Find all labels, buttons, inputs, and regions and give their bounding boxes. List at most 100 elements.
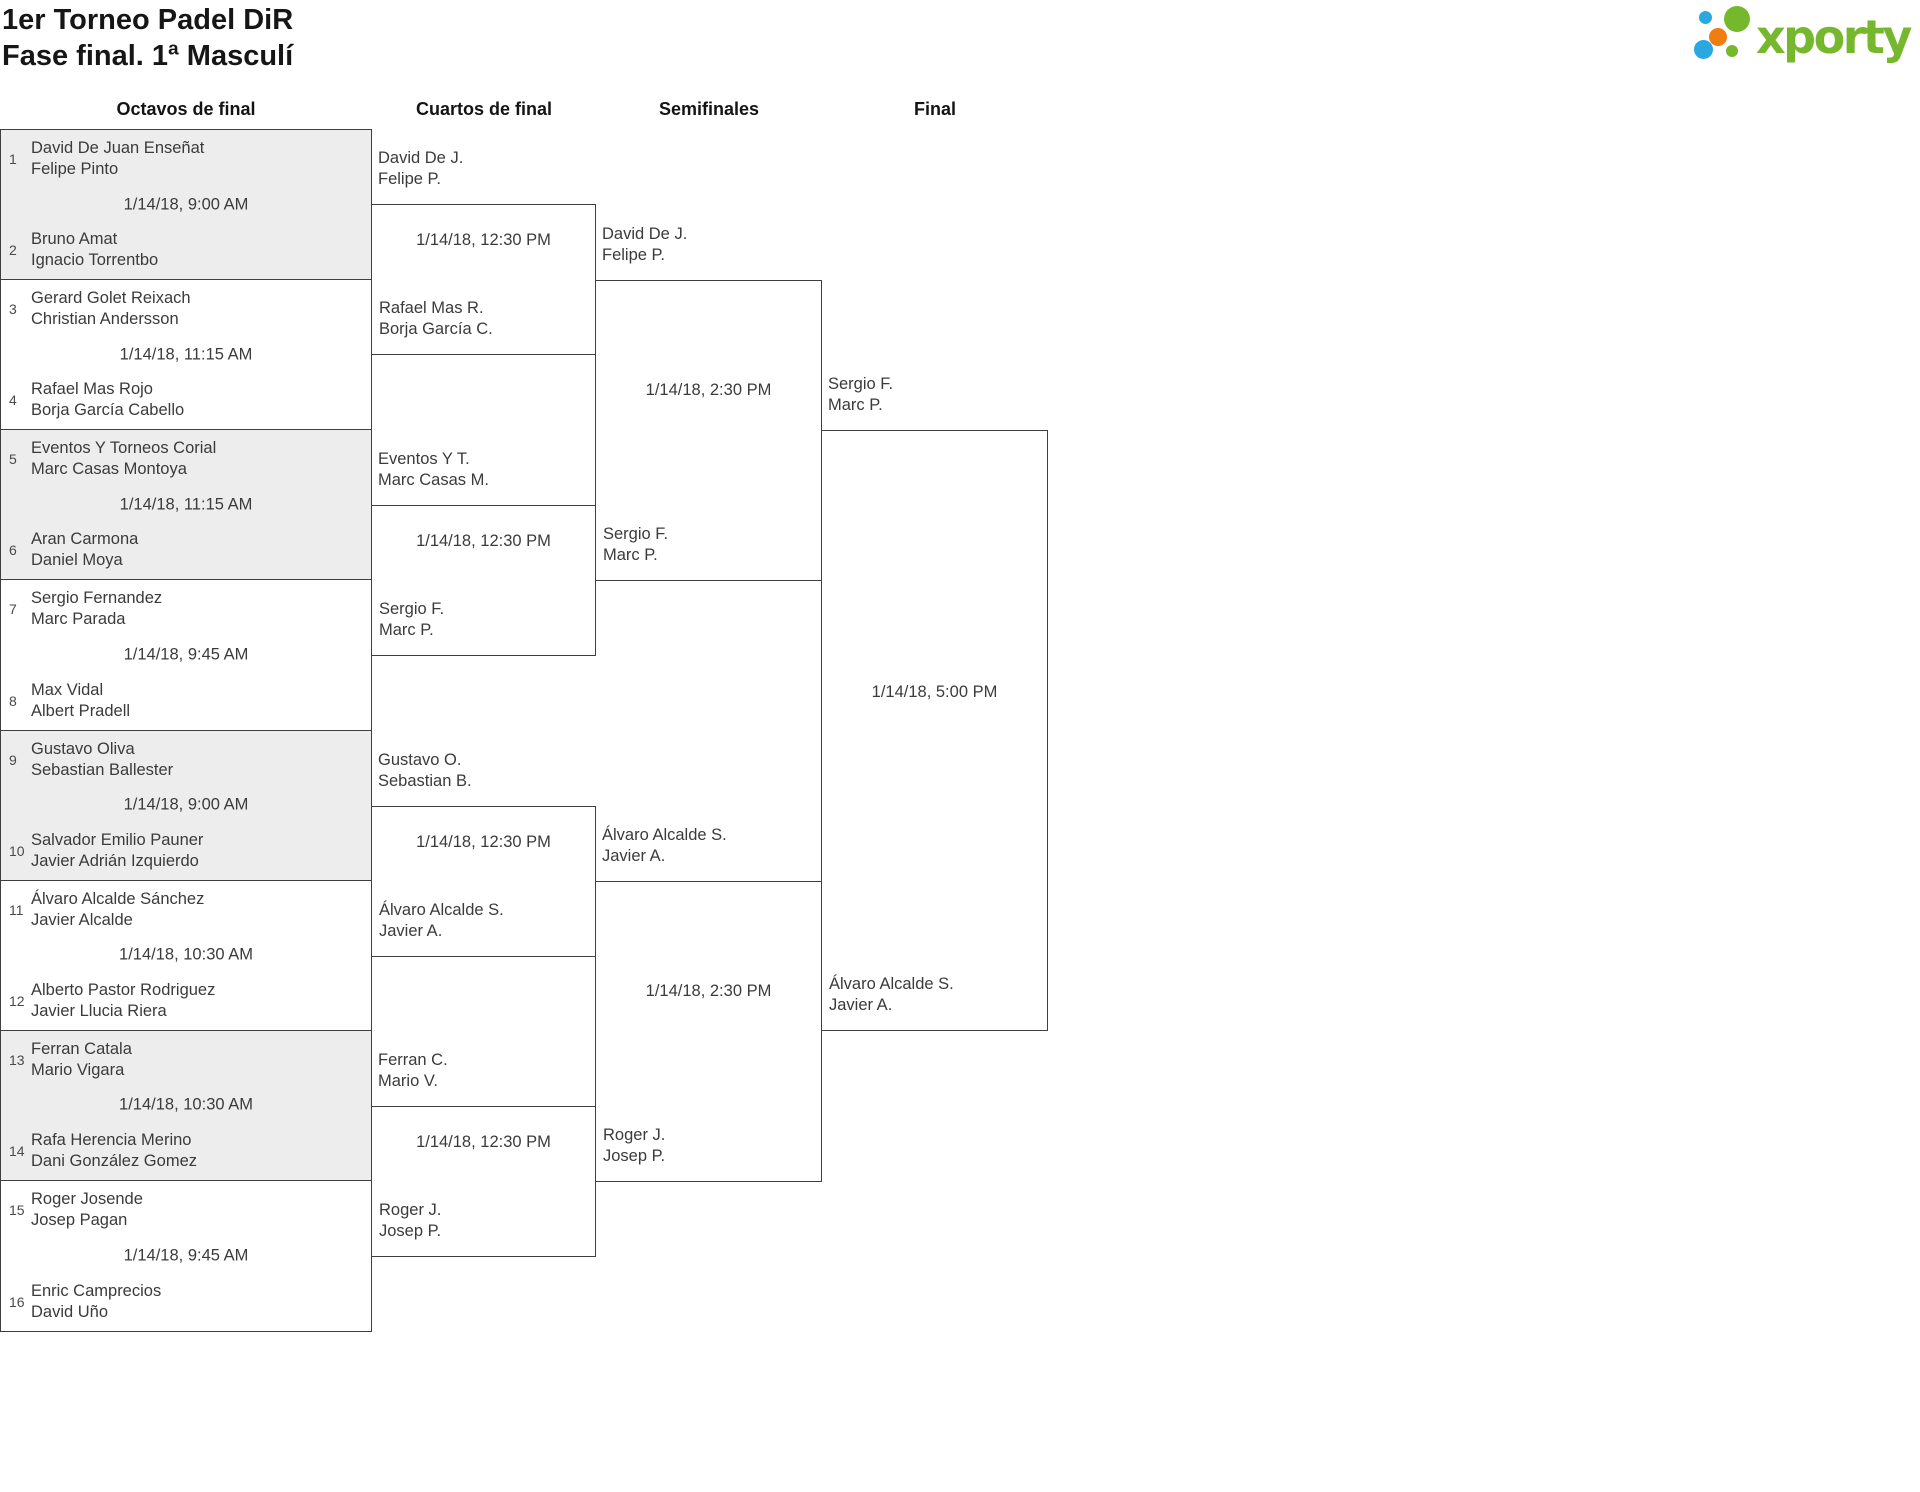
team-slot: 5 Eventos Y Torneos Corial Marc Casas Mo… (1, 438, 371, 480)
match-datetime: 1/14/18, 5:00 PM (871, 683, 998, 701)
match-datetime: 1/14/18, 9:00 AM (123, 195, 249, 214)
cuartos-2-top-team: Eventos Y T. Marc Casas M. (378, 450, 489, 489)
tournament-subtitle: Fase final. 1ª Masculí (2, 40, 294, 72)
match-datetime: 1/14/18, 9:45 AM (123, 645, 249, 664)
team-pair: Sergio Fernandez Marc Parada (31, 589, 163, 629)
team-slot: 14 Rafa Herencia Merino Dani González Go… (1, 1130, 371, 1172)
team-pair: Alberto Pastor Rodriguez Javier Llucia R… (31, 980, 216, 1020)
team-pair: Ferran Catala Mario Vigara (31, 1039, 132, 1079)
seed-number: 1 (9, 151, 17, 167)
cuartos-4-bottom-team: Roger J. Josep P. (379, 1201, 442, 1240)
match-datetime: 1/14/18, 12:30 PM (416, 532, 551, 550)
semifinal-match-2: 1/14/18, 2:30 PM Roger J. Josep P. (595, 881, 822, 1182)
team-pair: Bruno Amat Ignacio Torrentbo (31, 230, 159, 270)
octavos-match-6: 11 Álvaro Alcalde Sánchez Javier Alcalde… (1, 881, 371, 1031)
seed-number: 16 (9, 1294, 25, 1310)
xporty-logo[interactable]: xporty (1694, 6, 1920, 70)
team-pair: Max Vidal Albert Pradell (31, 680, 131, 720)
match-datetime: 1/14/18, 10:30 AM (119, 945, 253, 964)
team-slot: 11 Álvaro Alcalde Sánchez Javier Alcalde (1, 889, 371, 931)
logo-dot-blue-small-icon (1699, 11, 1712, 24)
team-pair: Enric Camprecios David Uño (31, 1282, 162, 1321)
team-pair: Aran Carmona Daniel Moya (31, 530, 139, 570)
final-match: 1/14/18, 5:00 PM Álvaro Alcalde S. Javie… (821, 430, 1048, 1031)
team-slot: 15 Roger Josende Josep Pagan (1, 1189, 371, 1231)
cuartos-3-top-team: Gustavo O. Sebastian B. (378, 751, 472, 790)
team-slot: 1 David De Juan Enseñat Felipe Pinto (1, 138, 371, 180)
cuartos-4-top-team: Ferran C. Mario V. (378, 1051, 448, 1090)
team-pair: Rafa Herencia Merino Dani González Gomez (31, 1130, 197, 1170)
team-pair: Eventos Y Torneos Corial Marc Casas Mont… (31, 439, 217, 479)
match-datetime: 1/14/18, 10:30 AM (119, 1095, 253, 1114)
semifinal-match-1: 1/14/18, 2:30 PM Sergio F. Marc P. (595, 280, 822, 581)
logo-dot-green-large-icon (1724, 6, 1750, 32)
seed-number: 7 (9, 601, 17, 618)
cuartos-match-2: 1/14/18, 12:30 PM Sergio F. Marc P. (371, 505, 596, 656)
team-pair: David De Juan Enseñat Felipe Pinto (31, 139, 205, 178)
seed-number: 4 (9, 392, 17, 409)
semifinal-1-bottom-team: Sergio F. Marc P. (603, 525, 669, 564)
team-slot: 16 Enric Camprecios David Uño (1, 1281, 371, 1323)
team-pair: Rafael Mas Rojo Borja García Cabello (31, 380, 185, 420)
round-header-cuartos: Cuartos de final (415, 99, 553, 119)
match-datetime: 1/14/18, 12:30 PM (416, 1133, 551, 1151)
logo-wordmark: xporty (1756, 10, 1912, 64)
team-slot: 10 Salvador Emilio Pauner Javier Adrián … (1, 830, 371, 872)
team-slot: 2 Bruno Amat Ignacio Torrentbo (1, 229, 371, 271)
octavos-match-3: 5 Eventos Y Torneos Corial Marc Casas Mo… (1, 430, 371, 581)
final-top-team: Sergio F. Marc P. (828, 375, 894, 414)
octavos-match-4: 7 Sergio Fernandez Marc Parada 1/14/18, … (1, 580, 371, 731)
cuartos-match-3: 1/14/18, 12:30 PM Álvaro Alcalde S. Javi… (371, 806, 596, 957)
cuartos-3-bottom-team: Álvaro Alcalde S. Javier A. (379, 901, 504, 940)
match-datetime: 1/14/18, 11:15 AM (119, 345, 253, 364)
match-datetime: 1/14/18, 2:30 PM (645, 982, 772, 1000)
seed-number: 10 (9, 842, 25, 859)
match-datetime: 1/14/18, 11:15 AM (119, 495, 253, 514)
team-slot: 12 Alberto Pastor Rodriguez Javier Lluci… (1, 980, 371, 1022)
seed-number: 9 (9, 751, 17, 768)
team-slot: 7 Sergio Fernandez Marc Parada (1, 588, 371, 630)
logo-dot-orange-icon (1709, 28, 1727, 46)
match-datetime: 1/14/18, 9:00 AM (123, 795, 249, 814)
team-pair: Álvaro Alcalde Sánchez Javier Alcalde (31, 889, 205, 929)
seed-number: 11 (9, 901, 24, 918)
octavos-match-1: 1 David De Juan Enseñat Felipe Pinto 1/1… (1, 130, 371, 281)
seed-number: 14 (9, 1142, 25, 1159)
team-slot: 8 Max Vidal Albert Pradell (1, 680, 371, 722)
seed-number: 13 (9, 1051, 25, 1068)
team-slot: 13 Ferran Catala Mario Vigara (1, 1039, 371, 1081)
seed-number: 15 (9, 1201, 25, 1218)
seed-number: 8 (9, 692, 17, 709)
logo-dot-blue-large-icon (1694, 40, 1713, 59)
logo-dot-green-small-icon (1726, 45, 1738, 57)
cuartos-match-1: 1/14/18, 12:30 PM Rafael Mas R. Borja Ga… (371, 204, 596, 355)
octavos-match-2: 3 Gerard Golet Reixach Christian Anderss… (1, 280, 371, 431)
match-datetime: 1/14/18, 9:45 AM (123, 1246, 249, 1265)
seed-number: 5 (9, 451, 17, 468)
semifinal-2-bottom-team: Roger J. Josep P. (603, 1126, 666, 1165)
seed-number: 6 (9, 542, 17, 559)
round-header-final: Final (913, 99, 956, 119)
team-slot: 3 Gerard Golet Reixach Christian Anderss… (1, 288, 371, 330)
octavos-match-5: 9 Gustavo Oliva Sebastian Ballester 1/14… (1, 730, 371, 881)
seed-number: 3 (9, 301, 17, 318)
semifinal-2-top-team: Álvaro Alcalde S. Javier A. (602, 826, 727, 865)
team-slot: 9 Gustavo Oliva Sebastian Ballester (1, 739, 371, 781)
cuartos-2-bottom-team: Sergio F. Marc P. (379, 600, 445, 639)
cuartos-match-4: 1/14/18, 12:30 PM Roger J. Josep P. (371, 1106, 596, 1257)
semifinal-1-top-team: David De J. Felipe P. (602, 225, 688, 264)
seed-number: 2 (9, 242, 17, 259)
match-datetime: 1/14/18, 12:30 PM (416, 833, 551, 851)
team-slot: 4 Rafael Mas Rojo Borja García Cabello (1, 379, 371, 421)
cuartos-1-top-team: David De J. Felipe P. (378, 149, 464, 188)
team-pair: Gustavo Oliva Sebastian Ballester (31, 739, 174, 779)
octavos-match-8: 15 Roger Josende Josep Pagan 1/14/18, 9:… (1, 1181, 371, 1331)
team-pair: Roger Josende Josep Pagan (31, 1189, 143, 1229)
match-datetime: 1/14/18, 12:30 PM (416, 231, 551, 249)
final-bottom-team: Álvaro Alcalde S. Javier A. (829, 975, 954, 1014)
tournament-title: 1er Torneo Padel DiR (2, 4, 294, 36)
octavos-match-7: 13 Ferran Catala Mario Vigara 1/14/18, 1… (1, 1030, 371, 1181)
team-pair: Salvador Emilio Pauner Javier Adrián Izq… (31, 830, 204, 870)
round-header-semifinales: Semifinales (658, 99, 760, 119)
team-pair: Gerard Golet Reixach Christian Andersson (31, 289, 191, 329)
